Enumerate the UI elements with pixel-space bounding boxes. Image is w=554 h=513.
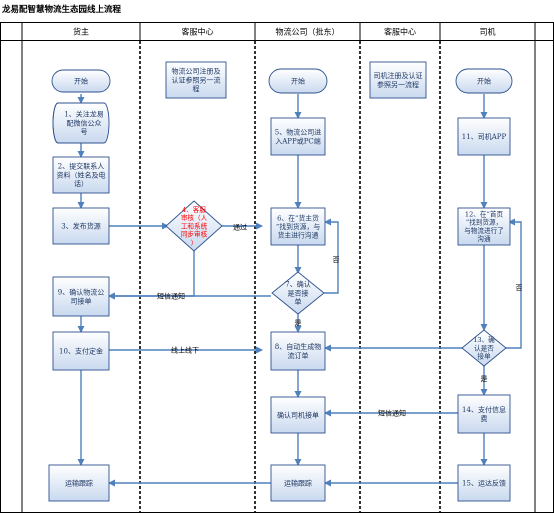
confirm-accept-diamond-shape <box>271 271 325 315</box>
start-driver-node: 开始 <box>455 68 513 94</box>
feedback-node-shape <box>457 464 511 502</box>
follow-wechat-node-label: 1、关注龙易配微信公众号 <box>64 110 103 137</box>
company-app-node-label: 5、物流公司进入APP或PC端 <box>275 128 321 146</box>
driver-confirm-diamond-shape <box>461 329 507 367</box>
arrow-accept-no-loop <box>324 218 339 294</box>
driver-confirm-diamond: 13、确认是否接单 <box>461 329 507 367</box>
company-app-node: 5、物流公司进入APP或PC端 <box>270 117 326 156</box>
feedback-node-label: 15、运达反馈 <box>462 478 506 487</box>
auto-order-node-shape <box>270 331 326 371</box>
company-register-node-shape <box>165 61 227 99</box>
track-owner-node: 运输跟踪 <box>48 464 110 502</box>
pay-info-fee-node: 14、支付信息费 <box>457 394 511 434</box>
label-sms-notice-2: 短信通知 <box>378 409 406 418</box>
start-owner-node-shape <box>51 69 111 93</box>
confirm-accept-diamond-label: 7、确认是否接单 <box>285 280 310 307</box>
lane-header: 客服中心 <box>182 27 214 37</box>
company-register-node-label: 物流公司注册及认证参照另一流程 <box>172 67 221 94</box>
confirm-driver-node-shape <box>270 396 326 434</box>
submit-contact-node-shape <box>52 156 110 194</box>
page-title: 龙易配智慧物流生态园线上流程 <box>2 5 122 15</box>
lane-header: 物流公司（批东） <box>276 27 340 37</box>
lane-header: 客服中心 <box>384 27 416 37</box>
track-owner-node-label: 运输跟踪 <box>65 478 93 487</box>
review-diamond-shape <box>165 200 223 252</box>
start-driver-node-shape <box>455 68 513 94</box>
publish-cargo-node: 3、发布货源 <box>52 207 110 245</box>
arrow-driver-no-loop <box>505 218 522 349</box>
find-cargo-node-shape <box>270 207 326 246</box>
driver-register-node-shape <box>369 61 427 99</box>
label-yes-1: 是 <box>295 319 302 327</box>
driver-register-node-label: 司机注册及认证参照另一流程 <box>374 71 423 89</box>
driver-find-node-label: 12、在“首页”找到货源，与物流进行了沟通 <box>464 209 504 243</box>
label-offline-online: 线上线下 <box>171 346 199 355</box>
pay-deposit-node-label: 10、支付定金 <box>59 346 103 355</box>
lane-header: 货主 <box>73 27 89 37</box>
confirm-company-node-label: 9、确认物流公司接单 <box>58 288 104 306</box>
start-company-node-label: 开始 <box>291 76 305 85</box>
review-diamond: 4、客服审核（人工和系统同步审核） <box>165 200 223 252</box>
confirm-company-node-shape <box>52 276 110 317</box>
follow-wechat-node-edge <box>52 102 59 144</box>
driver-app-node: 11、司机APP <box>457 117 511 156</box>
follow-wechat-node: 1、关注龙易配微信公众号 <box>52 102 110 144</box>
label-no-1: 否 <box>333 256 340 264</box>
start-company-node: 开始 <box>268 68 328 94</box>
start-company-node-shape <box>268 68 328 94</box>
track-owner-node-shape <box>48 464 110 502</box>
company-register-node: 物流公司注册及认证参照另一流程 <box>165 61 227 99</box>
review-diamond-label: 4、客服审核（人工和系统同步审核） <box>181 205 208 247</box>
find-cargo-node: 6、在“货主货”找到货源，与货主进行沟通 <box>270 207 326 246</box>
submit-contact-node-label: 2、提交联系人资料（姓名及电话） <box>57 162 106 189</box>
pay-info-fee-node-label: 14、支付信息费 <box>462 405 506 423</box>
start-owner-node: 开始 <box>51 69 111 93</box>
start-driver-node-label: 开始 <box>477 76 491 85</box>
track-company-node-shape <box>270 464 326 502</box>
pay-deposit-node-shape <box>52 331 110 371</box>
start-owner-node-label: 开始 <box>74 76 88 85</box>
company-app-node-shape <box>270 117 326 156</box>
confirm-driver-node: 确认司机接单 <box>270 396 326 434</box>
confirm-company-node: 9、确认物流公司接单 <box>52 276 110 317</box>
driver-find-node: 12、在“首页”找到货源，与物流进行了沟通 <box>457 207 511 246</box>
label-pass: 通过 <box>233 223 247 232</box>
find-cargo-node-label: 6、在“货主货”找到货源，与货主进行沟通 <box>276 213 320 239</box>
feedback-node: 15、运达反馈 <box>457 464 511 502</box>
driver-app-node-shape <box>457 117 511 156</box>
publish-cargo-node-shape <box>52 207 110 245</box>
submit-contact-node: 2、提交联系人资料（姓名及电话） <box>52 156 110 194</box>
label-yes-2: 是 <box>481 375 488 383</box>
outer-frame <box>0 22 554 513</box>
lane-header: 司机 <box>480 27 496 37</box>
driver-find-node-shape <box>457 207 511 246</box>
auto-order-node-label: 8、自动生成物流订单 <box>275 342 321 360</box>
track-company-node: 运输跟踪 <box>270 464 326 502</box>
publish-cargo-node-label: 3、发布货源 <box>61 221 100 230</box>
track-company-node-label: 运输跟踪 <box>284 478 312 487</box>
auto-order-node: 8、自动生成物流订单 <box>270 331 326 371</box>
arrow-review-to-confirm-company <box>108 250 195 300</box>
confirm-driver-node-label: 确认司机接单 <box>277 410 319 419</box>
pay-deposit-node: 10、支付定金 <box>52 331 110 371</box>
pay-info-fee-node-shape <box>457 394 511 434</box>
label-sms-notice: 短信通知 <box>157 292 185 301</box>
label-no-2: 否 <box>516 284 523 292</box>
driver-register-node: 司机注册及认证参照另一流程 <box>369 61 427 99</box>
driver-confirm-diamond-label: 13、确认是否接单 <box>473 335 495 361</box>
driver-app-node-label: 11、司机APP <box>462 132 507 141</box>
confirm-accept-diamond: 7、确认是否接单 <box>271 271 325 315</box>
